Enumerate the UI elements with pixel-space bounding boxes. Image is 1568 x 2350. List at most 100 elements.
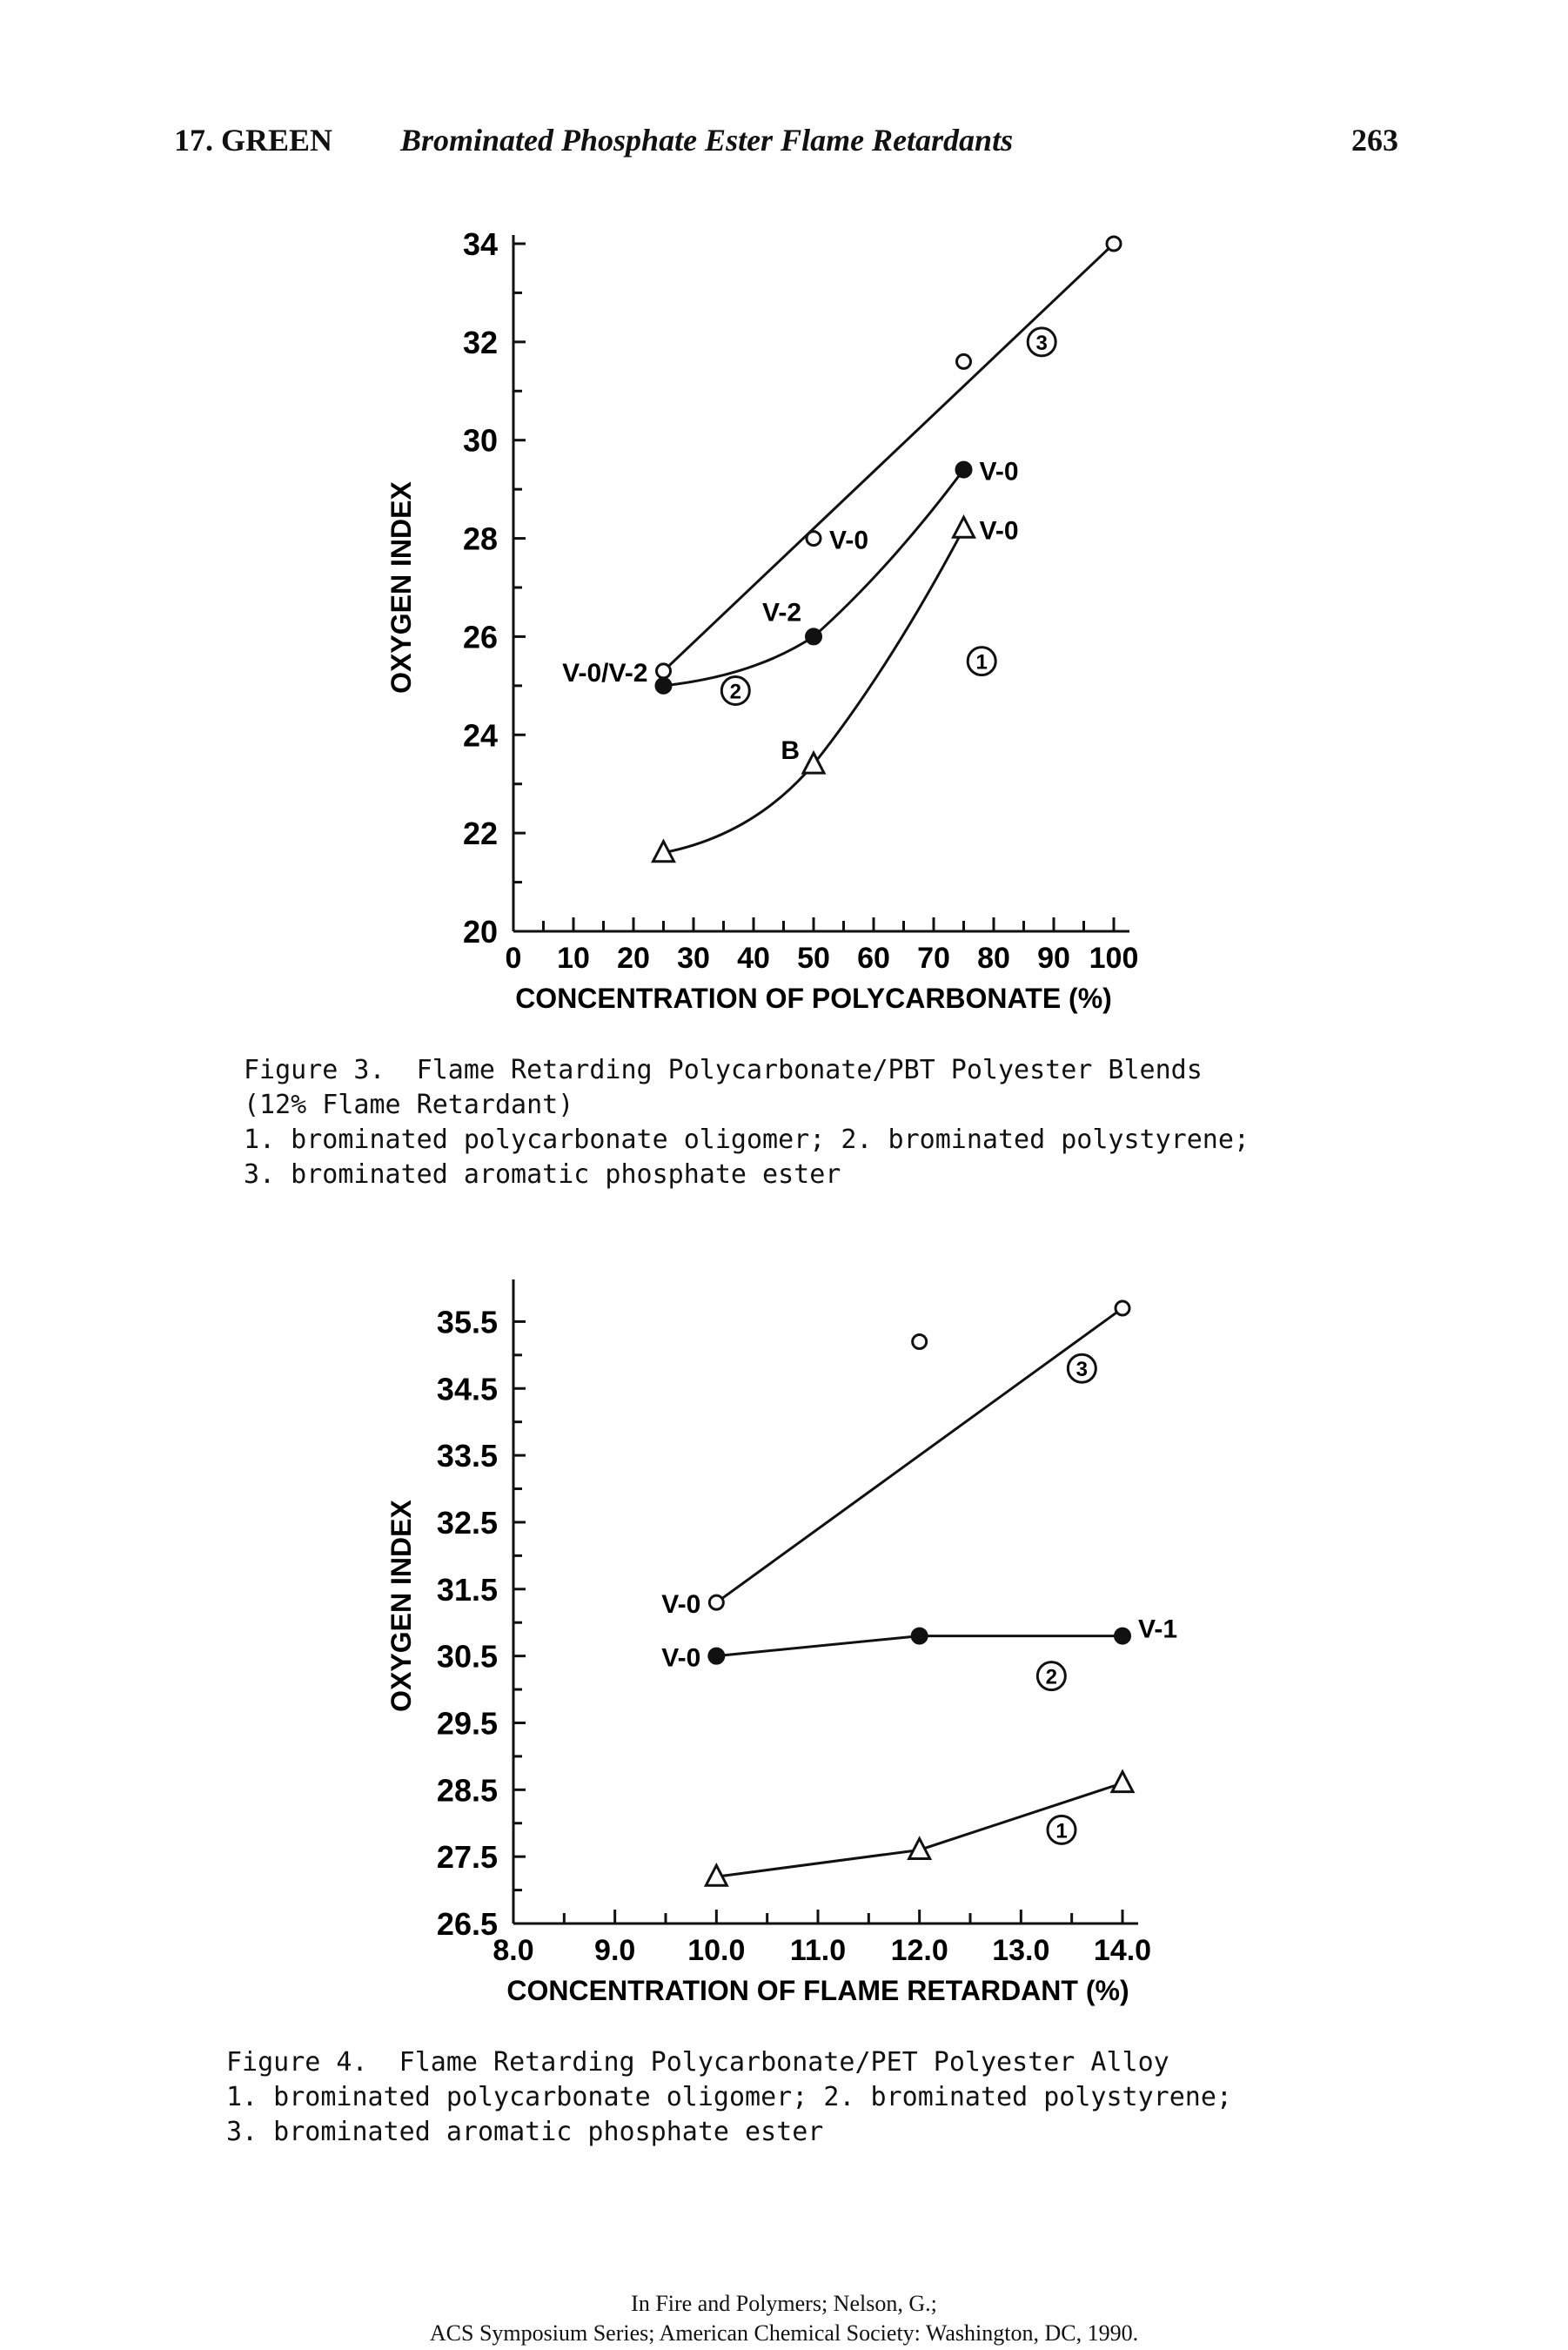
y-tick-label: 28 xyxy=(463,521,498,557)
data-point-filled-circle xyxy=(955,460,973,479)
x-tick-label: 100 xyxy=(1089,942,1139,975)
rating-annotation: V-2 xyxy=(762,598,801,627)
x-tick-label: 70 xyxy=(917,942,950,975)
y-tick-label: 34 xyxy=(463,226,498,262)
y-tick-label: 22 xyxy=(463,816,498,851)
y-tick-label: 26 xyxy=(463,619,498,655)
x-tick-label: 40 xyxy=(737,942,770,975)
data-point-open-circle xyxy=(1114,1299,1131,1317)
y-tick-label: 32.5 xyxy=(437,1505,498,1541)
rating-annotation: V-0 xyxy=(661,1644,700,1673)
data-point-open-triangle xyxy=(1109,1769,1136,1794)
x-tick-label: 12.0 xyxy=(891,1934,948,1967)
y-axis-title: OXYGEN INDEX xyxy=(385,1500,417,1712)
data-point-open-circle xyxy=(1105,235,1122,252)
running-header: 17. GREEN Brominated Phosphate Ester Fla… xyxy=(0,122,1568,174)
figure-3-caption-line: (12% Flame Retardant) xyxy=(244,1090,574,1120)
x-tick-label: 60 xyxy=(857,942,890,975)
y-tick-label: 35.5 xyxy=(437,1304,498,1340)
x-tick-label: 80 xyxy=(977,942,1010,975)
figure-4-caption: Figure 4. Flame Retarding Polycarbonate/… xyxy=(226,2045,1444,2150)
x-tick-label: 8.0 xyxy=(493,1934,533,1967)
x-axis-title: CONCENTRATION OF POLYCARBONATE (%) xyxy=(515,983,1112,1014)
rating-annotation: V-0 xyxy=(661,1590,700,1619)
x-tick-label: 0 xyxy=(506,942,522,975)
y-tick-label: 27.5 xyxy=(437,1839,498,1875)
x-tick-label: 90 xyxy=(1037,942,1070,975)
data-point-open-circle xyxy=(955,352,972,370)
series-tag-circle xyxy=(1046,1814,1077,1845)
y-tick-label: 32 xyxy=(463,325,498,360)
data-point-open-circle xyxy=(655,662,672,680)
footer-citation-line-1: In Fire and Polymers; Nelson, G.; xyxy=(631,2291,937,2316)
series-tag-label: 1 xyxy=(1055,1819,1067,1843)
data-point-open-circle xyxy=(911,1333,928,1350)
series-tag-label: 3 xyxy=(1036,332,1048,355)
rating-annotation: V-1 xyxy=(1138,1615,1177,1644)
data-point-open-circle xyxy=(707,1594,725,1611)
series-line-3 xyxy=(715,1306,1123,1604)
y-tick-label: 30.5 xyxy=(437,1639,498,1675)
series-line-3 xyxy=(662,242,1116,673)
y-tick-label: 29.5 xyxy=(437,1705,498,1741)
y-axis-title: OXYGEN INDEX xyxy=(385,481,417,694)
x-tick-label: 9.0 xyxy=(594,1934,635,1967)
rating-annotation: V-0 xyxy=(980,516,1019,545)
figure-4-caption-line: 3. brominated aromatic phosphate ester xyxy=(226,2117,824,2147)
x-tick-label: 10.0 xyxy=(687,1934,745,1967)
series-tag-circle xyxy=(966,646,997,677)
x-tick-label: 13.0 xyxy=(992,1934,1049,1967)
series-tag-circle xyxy=(1066,1353,1097,1384)
y-tick-label: 31.5 xyxy=(437,1572,498,1608)
x-tick-label: 20 xyxy=(617,942,650,975)
running-title: Brominated Phosphate Ester Flame Retarda… xyxy=(400,123,1014,158)
figure-3-caption-line: 1. brominated polycarbonate oligomer; 2.… xyxy=(244,1125,1250,1155)
y-tick-label: 20 xyxy=(463,914,498,950)
footer-citation-line-2: ACS Symposium Series; American Chemical … xyxy=(429,2320,1139,2346)
x-tick-label: 14.0 xyxy=(1094,1934,1151,1967)
series-tag-label: 3 xyxy=(1076,1358,1088,1381)
series-tag-circle xyxy=(1026,326,1057,358)
series-tag-circle xyxy=(720,675,751,706)
series-tag-label: 2 xyxy=(1046,1666,1057,1689)
y-tick-label: 26.5 xyxy=(437,1906,498,1942)
rating-annotation: V-0/V-2 xyxy=(562,659,647,688)
data-point-filled-circle xyxy=(805,628,822,646)
data-point-filled-circle xyxy=(910,1627,928,1645)
x-tick-label: 10 xyxy=(557,942,590,975)
x-tick-label: 30 xyxy=(677,942,710,975)
figure-4-caption-line: 1. brominated polycarbonate oligomer; 2.… xyxy=(226,2082,1232,2112)
x-axis-title: CONCENTRATION OF FLAME RETARDANT (%) xyxy=(506,1975,1129,2006)
figure-4-caption-title: Figure 4. Flame Retarding Polycarbonate/… xyxy=(226,2047,1169,2078)
data-point-open-triangle xyxy=(801,749,827,775)
figure-3-caption-title: Figure 3. Flame Retarding Polycarbonate/… xyxy=(244,1055,1203,1085)
data-point-open-triangle xyxy=(651,838,676,863)
series-tag-circle xyxy=(1035,1661,1067,1692)
series-line-1 xyxy=(663,527,965,855)
data-point-filled-circle xyxy=(1114,1627,1131,1645)
series-line-2 xyxy=(663,468,965,688)
y-tick-label: 24 xyxy=(463,717,498,753)
figure-3-caption-line: 3. brominated aromatic phosphate ester xyxy=(244,1159,841,1190)
x-tick-label: 50 xyxy=(797,942,830,975)
page-footer: In Fire and Polymers; Nelson, G.; ACS Sy… xyxy=(0,2289,1568,2348)
data-point-open-circle xyxy=(805,530,822,547)
data-point-filled-circle xyxy=(707,1647,726,1665)
data-point-open-triangle xyxy=(907,1836,933,1860)
figure-3-caption: Figure 3. Flame Retarding Polycarbonate/… xyxy=(244,1053,1462,1192)
figure-4-chart: 26.527.528.529.530.531.532.533.534.535.5… xyxy=(385,1279,1177,2006)
x-tick-label: 11.0 xyxy=(790,1934,846,1967)
y-tick-label: 33.5 xyxy=(437,1438,498,1474)
y-tick-label: 28.5 xyxy=(437,1772,498,1808)
chapter-label: 17. GREEN xyxy=(174,123,333,158)
data-point-open-triangle xyxy=(951,514,976,539)
rating-annotation: V-0 xyxy=(980,458,1019,487)
data-point-open-triangle xyxy=(703,1862,729,1887)
y-tick-label: 30 xyxy=(463,423,498,459)
page-number: 263 xyxy=(1351,123,1398,158)
rating-annotation: V-0 xyxy=(829,527,868,555)
series-tag-label: 1 xyxy=(976,651,988,675)
rating-annotation: B xyxy=(781,736,800,765)
series-tag-label: 2 xyxy=(730,681,741,704)
